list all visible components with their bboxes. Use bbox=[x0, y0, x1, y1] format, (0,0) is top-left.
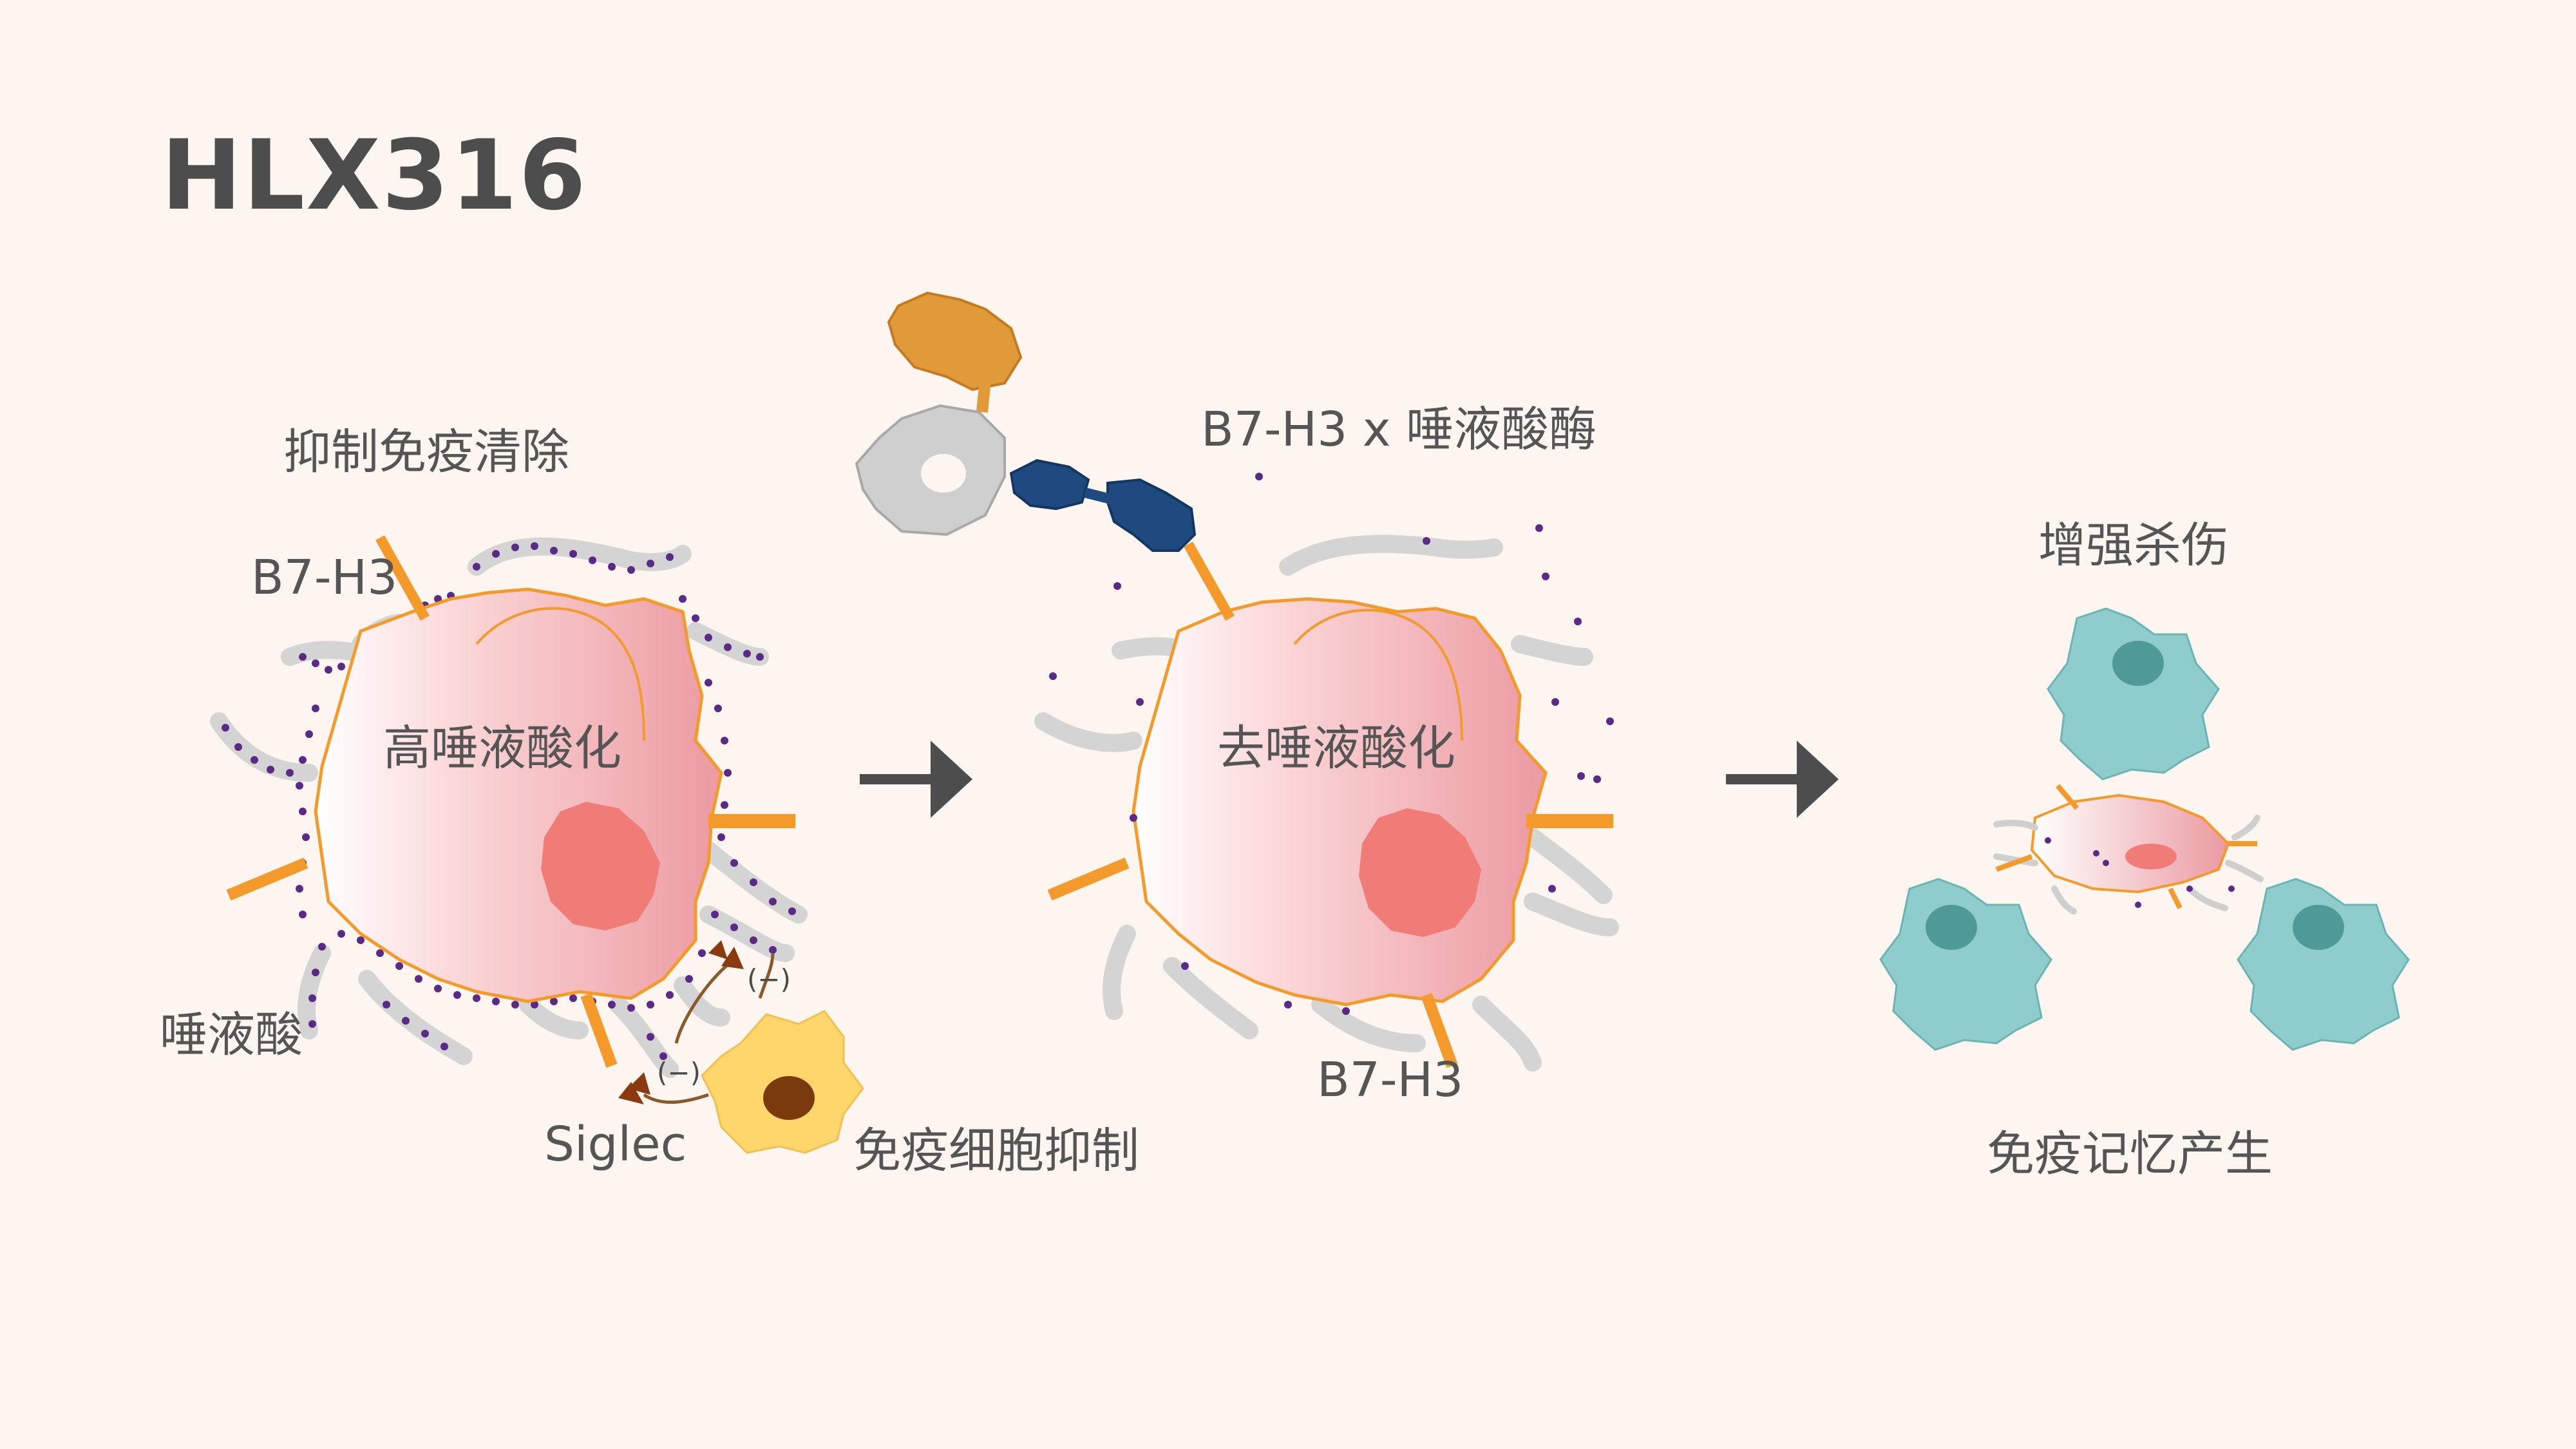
bispecific-drug-molecule bbox=[855, 291, 1197, 552]
cell-membrane-fold-2 bbox=[1293, 609, 1463, 741]
hypersialylated-label: 高唾液酸化 bbox=[383, 721, 621, 776]
small-cell-fibers bbox=[1993, 815, 2264, 914]
b7h3-label-panel2: B7-H3 bbox=[1317, 1052, 1464, 1108]
killed-tumor-nucleus bbox=[2125, 844, 2177, 869]
immune-cell-right bbox=[2237, 878, 2410, 1051]
immune-cell-top bbox=[2047, 607, 2220, 781]
immune-cell-left bbox=[1879, 878, 2052, 1051]
drug-label: B7-H3 x 唾液酸酶 bbox=[1201, 402, 1597, 457]
b7h3-receptors-2 bbox=[1047, 542, 1613, 1068]
siglec-binding bbox=[618, 940, 775, 1104]
cell-membrane-fold bbox=[475, 607, 645, 741]
b7h3-receptors bbox=[226, 535, 795, 1068]
tumor-cell-body bbox=[314, 587, 723, 1003]
released-sialic-acid bbox=[1049, 473, 1614, 1015]
tumor-nucleus bbox=[541, 802, 660, 931]
immune-memory-label: 免疫记忆产生 bbox=[1987, 1126, 2273, 1182]
panel2-tumor-cell-group bbox=[1034, 473, 1619, 1072]
enhanced-killing-label: 增强杀伤 bbox=[2038, 518, 2229, 573]
killed-tumor-cell bbox=[2030, 793, 2230, 894]
sialic-acid-label: 唾液酸 bbox=[160, 1007, 303, 1063]
immune-cell-right-nucleus bbox=[2293, 905, 2344, 950]
panel3-killing-group bbox=[1879, 607, 2410, 1051]
immune-inhibition-label: 免疫细胞抑制 bbox=[853, 1123, 1139, 1179]
siglec-label: Siglec bbox=[544, 1117, 687, 1172]
suppress-clearance-label: 抑制免疫清除 bbox=[283, 424, 569, 480]
minus-sign-upper: (−) bbox=[747, 963, 791, 995]
desialylated-nucleus bbox=[1359, 808, 1481, 937]
b7h3-label-panel1: B7-H3 bbox=[251, 550, 398, 605]
minus-sign-lower: (−) bbox=[657, 1057, 701, 1088]
panel1-tumor-cell-group bbox=[210, 535, 864, 1154]
arrow-2 bbox=[1726, 741, 1839, 818]
desialylated-cell-body bbox=[1132, 597, 1548, 1007]
immune-cell-left-nucleus bbox=[1926, 905, 1977, 950]
desialylated-label: 去唾液酸化 bbox=[1217, 721, 1455, 776]
arrow-1 bbox=[860, 741, 972, 818]
small-cell-receptors bbox=[1995, 784, 2257, 909]
page-title: HLX316 bbox=[161, 120, 587, 232]
immune-cell-top-nucleus bbox=[2112, 641, 2164, 686]
small-cell-sialic bbox=[2045, 837, 2235, 908]
inhibited-cell-nucleus bbox=[763, 1076, 815, 1120]
